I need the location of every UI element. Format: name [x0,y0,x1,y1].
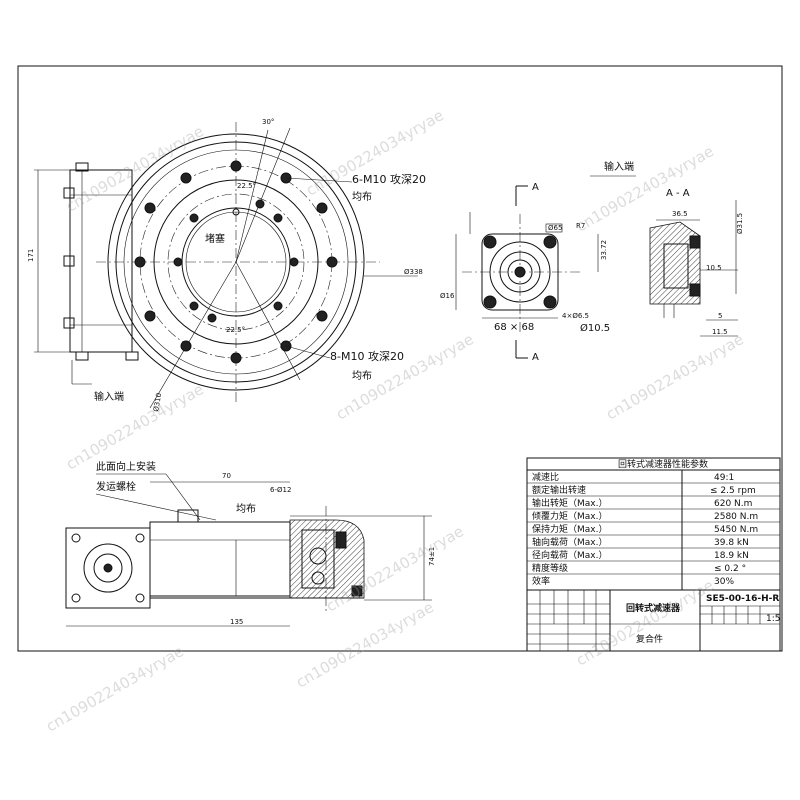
spec-value: 39.8 kN [714,538,749,548]
d65-dim: Ø65 [548,224,562,232]
spec-label: 轴向载荷（Max.） [532,536,607,548]
scale-value: 1:5 [766,614,780,624]
bottom-even-label: 均布 [236,503,256,515]
spec-value: 620 N.m [714,499,752,509]
front-input-end-label: 输入端 [94,390,124,403]
side-view: A A 输入端 68 × 68 Ø10.5 Ø65 R7 Ø16 4×Ø6.5 … [440,160,636,363]
spec-value: ≤ 2.5 rpm [710,486,756,496]
bottom-hole-spec: 8-M10 攻深20 [330,349,404,363]
watermark: cn1090224034yryae [573,142,717,235]
dim-135-label: 135 [230,618,243,626]
model-number: SE5-00-16-H-R [706,594,779,604]
watermark: cn1090224034yryae [63,122,207,215]
material-label: 复合件 [636,633,663,645]
bolt-note: 发运螺栓 [96,480,136,493]
section-a-a-view: A - A 36.5 Ø31.5 10.5 5 11.5 [649,188,744,337]
hole-dia-dim: Ø10.5 [580,322,610,334]
drawing-border [17,65,783,652]
spec-label: 倾覆力矩（Max.） [532,510,607,522]
spec-table: 回转式减速器性能参数 减速比 49:1 额定输出转速 ≤ 2.5 rpm 输出转… [526,457,781,591]
spec-label: 输出转矩（Max.） [532,497,607,509]
angle-30-label: 30° [262,118,274,126]
spec-label: 保持力矩（Max.） [532,523,607,535]
side-input-end-label: 输入端 [604,160,634,173]
front-bolt-holes [134,160,338,364]
square-dim: 68 × 68 [494,322,534,333]
section-title: A - A [666,188,690,199]
bottom-view: 此面向上安装 发运螺栓 70 6-Ø12 均布 135 [65,460,436,627]
top-hole-spec: 6-M10 攻深20 [352,172,426,186]
spec-label: 效率 [532,575,550,587]
watermark: cn1090224034yryae [43,642,187,735]
spec-table-title: 回转式减速器性能参数 [618,458,708,470]
title-block: 回转式减速器 复合件 SE5-00-16-H-R 1:5 [526,589,781,652]
spec-value: 5450 N.m [714,525,758,535]
front-housing [69,169,133,353]
watermark: cn1090224034yryae [63,380,207,473]
angle-top-label: 22.5° [237,182,256,190]
title-block-grid [527,590,761,651]
spec-rows: 减速比 49:1 额定输出转速 ≤ 2.5 rpm 输出转矩（Max.） 620… [527,471,780,587]
left-dia-dim: Ø310 [152,392,163,412]
install-note: 此面向上安装 [96,460,156,473]
spec-label: 径向载荷（Max.） [532,549,607,561]
spec-label: 精度等级 [532,562,568,574]
section-115-dim: 11.5 [712,328,728,336]
outer-dia-dim: Ø338 [404,268,423,276]
front-height-dim: 171 [27,249,35,262]
plug-label: 堵塞 [205,232,225,245]
section-top-dim: 36.5 [672,210,688,218]
front-view: 171 30° 22.5° 22.5° 堵塞 [27,118,426,412]
section-a-bottom: A [532,352,539,363]
angle-bottom-label: 22.5° [226,326,245,334]
top-hole-even: 均布 [352,191,372,203]
section-mid-dim: 10.5 [706,264,722,272]
spec-value: ≤ 0.2 ° [714,564,746,574]
r7-dim: R7 [576,222,585,230]
d16-dim: Ø16 [440,292,455,300]
front-outer-ring [107,133,365,391]
spec-value: 18.9 kN [714,551,749,561]
dim-70-label: 70 [222,472,231,480]
spec-value: 30% [714,577,734,587]
spec-value: 49:1 [714,473,734,483]
section-a-top: A [532,182,539,193]
watermark: cn1090224034yryae [293,598,437,691]
holes-6-label: 6-Ø12 [270,486,291,494]
product-name: 回转式减速器 [626,602,681,614]
section-right-dim: Ø31.5 [736,213,744,234]
spec-value: 2580 N.m [714,512,758,522]
spec-label: 额定输出转速 [532,484,586,496]
watermark: cn1090224034yryae [603,330,747,423]
holes-4-dim: 4×Ø6.5 [562,312,589,320]
bottom-hole-even: 均布 [352,370,372,382]
spec-label: 减速比 [532,471,559,483]
side-right-dim: 33.72 [600,240,608,260]
section-5-dim: 5 [718,312,722,320]
bottom-height-dim: 74±1 [428,547,436,566]
